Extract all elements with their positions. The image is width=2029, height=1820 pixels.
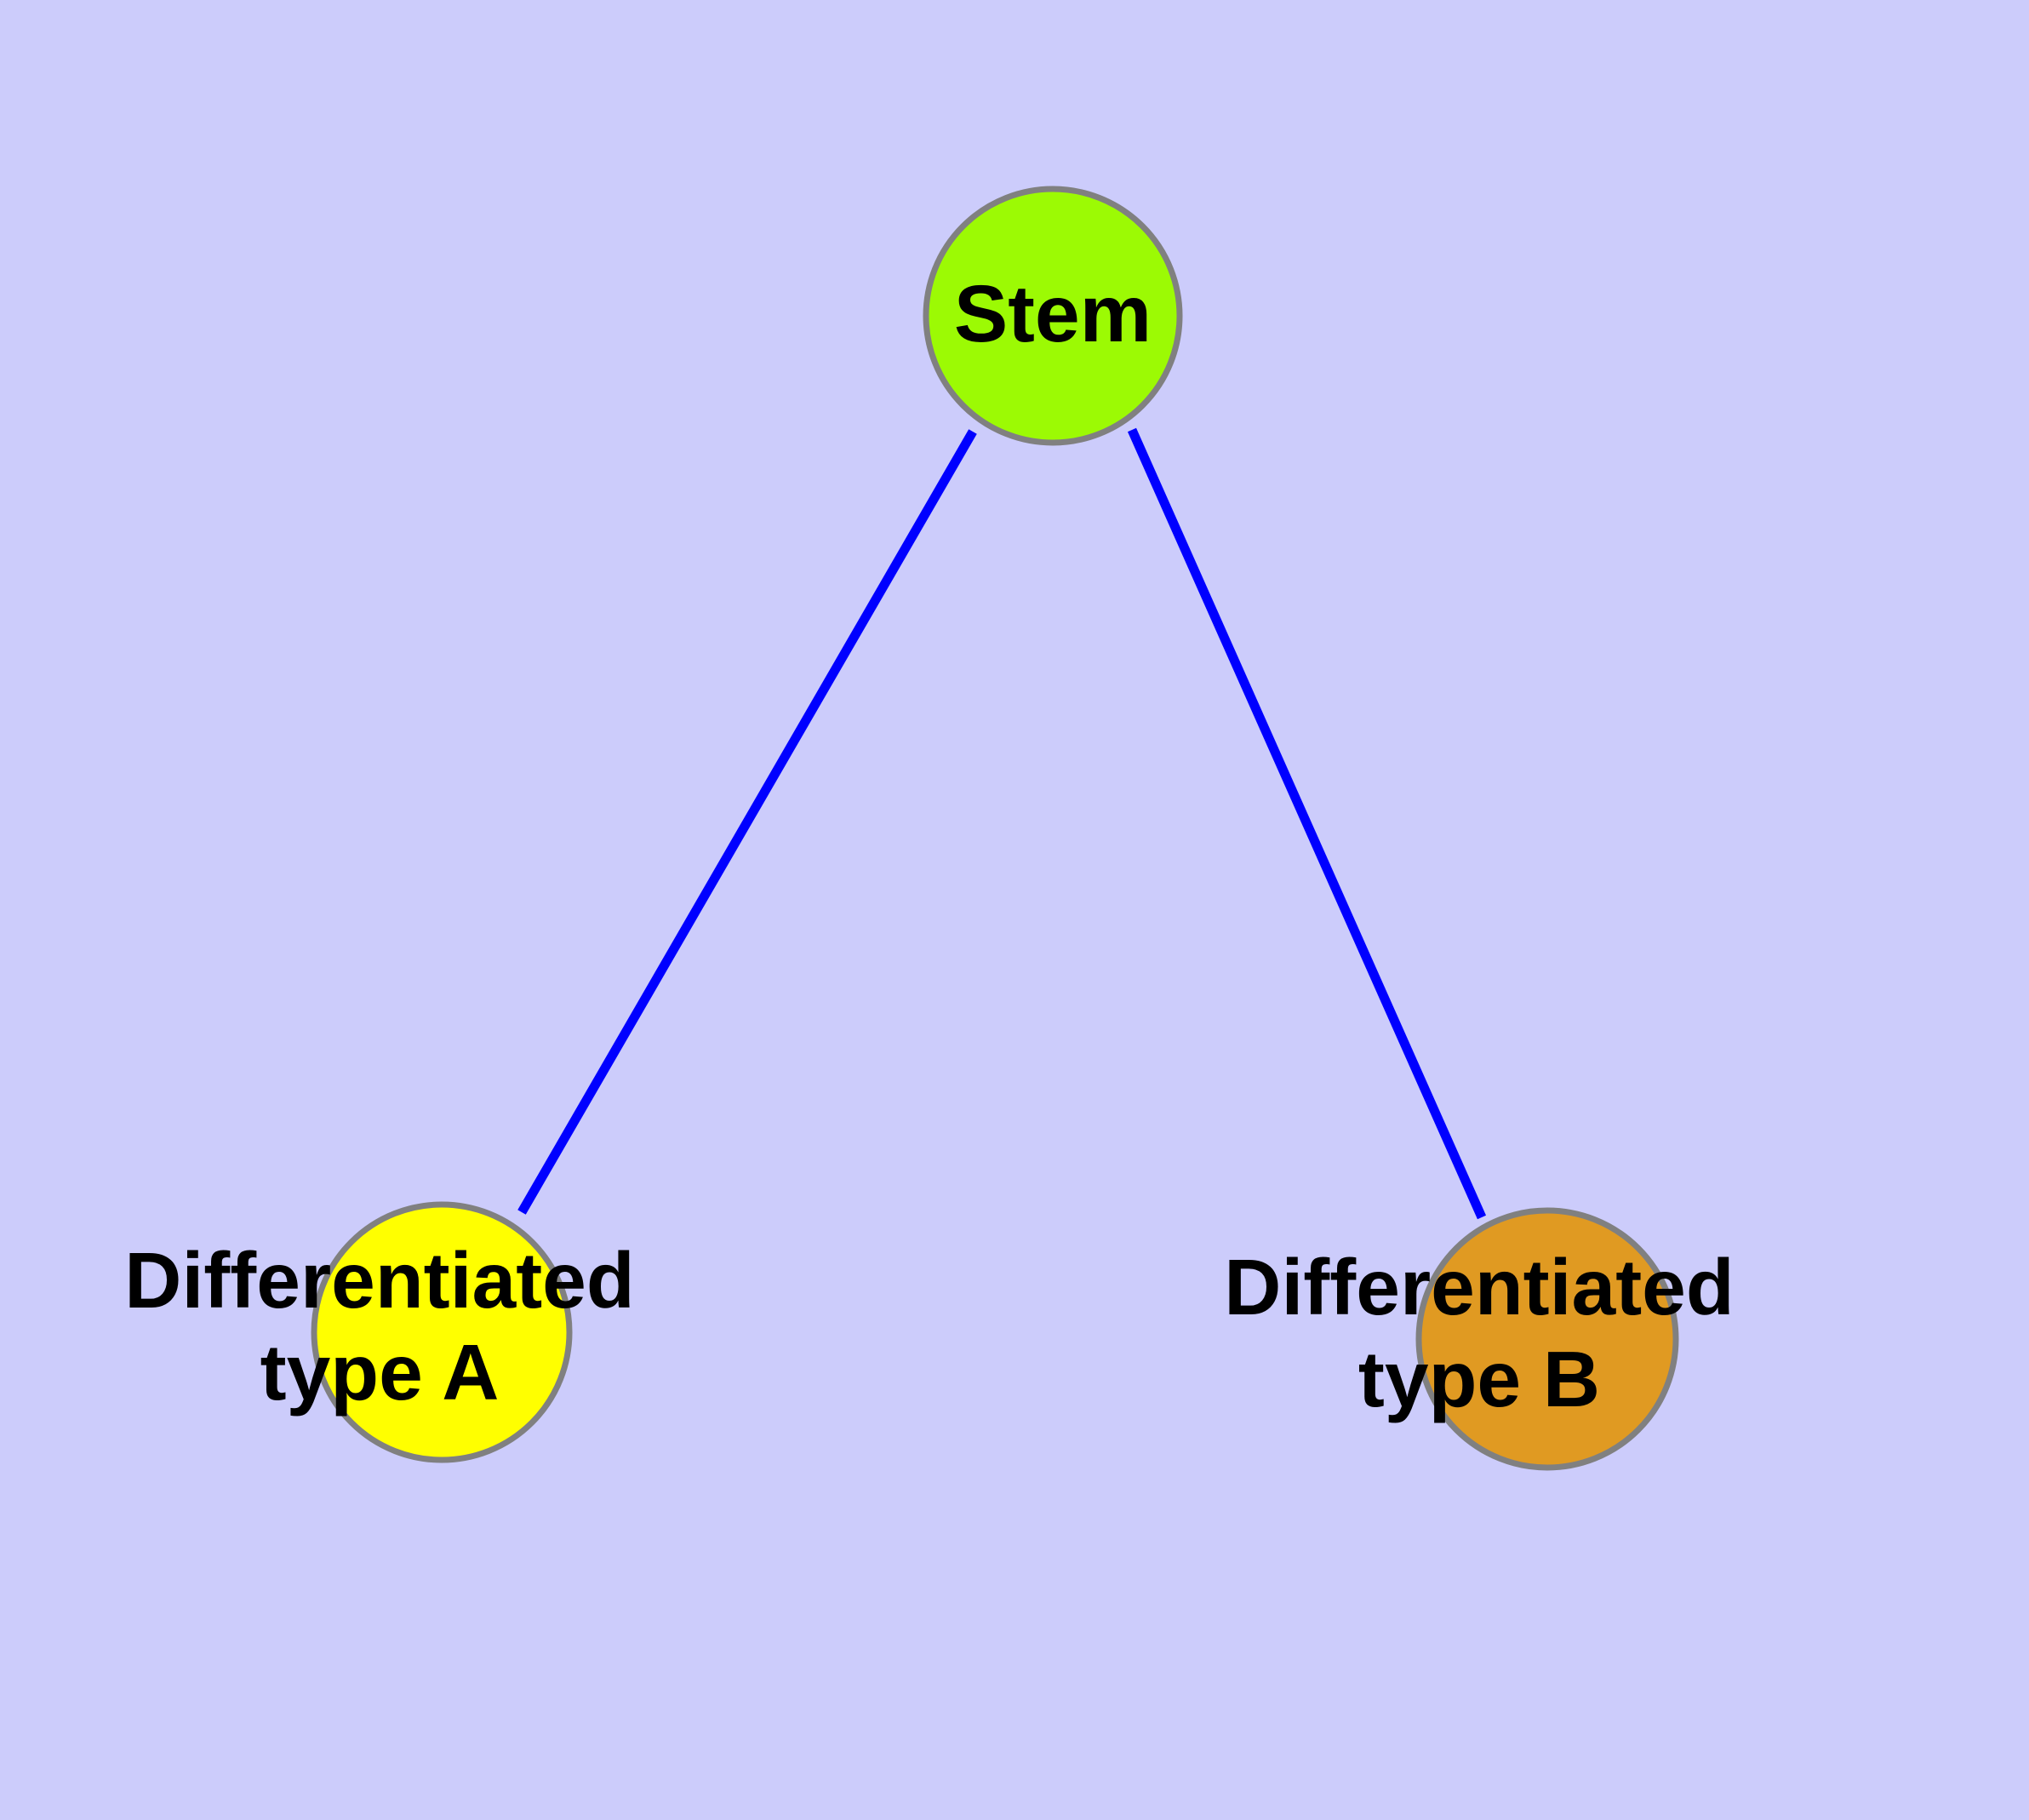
node-label-line: type A [260, 1328, 500, 1417]
node-label-line: type B [1358, 1335, 1600, 1423]
edge-stem-to-type-b [1127, 427, 1487, 1220]
node-label-line: Stem [954, 269, 1152, 359]
node-circle-differentiated-type-a[interactable] [311, 1201, 573, 1463]
node-label-stem: Stem [954, 269, 1152, 359]
node-label-line: Differentiated [1224, 1243, 1734, 1331]
edges-group [517, 427, 1487, 1220]
nodes-group [311, 186, 1679, 1471]
node-circle-differentiated-type-b[interactable] [1415, 1207, 1679, 1471]
node-circle-stem[interactable] [923, 186, 1183, 446]
node-label-line: Differentiated [124, 1236, 634, 1325]
edge-stem-to-type-a [517, 429, 977, 1215]
